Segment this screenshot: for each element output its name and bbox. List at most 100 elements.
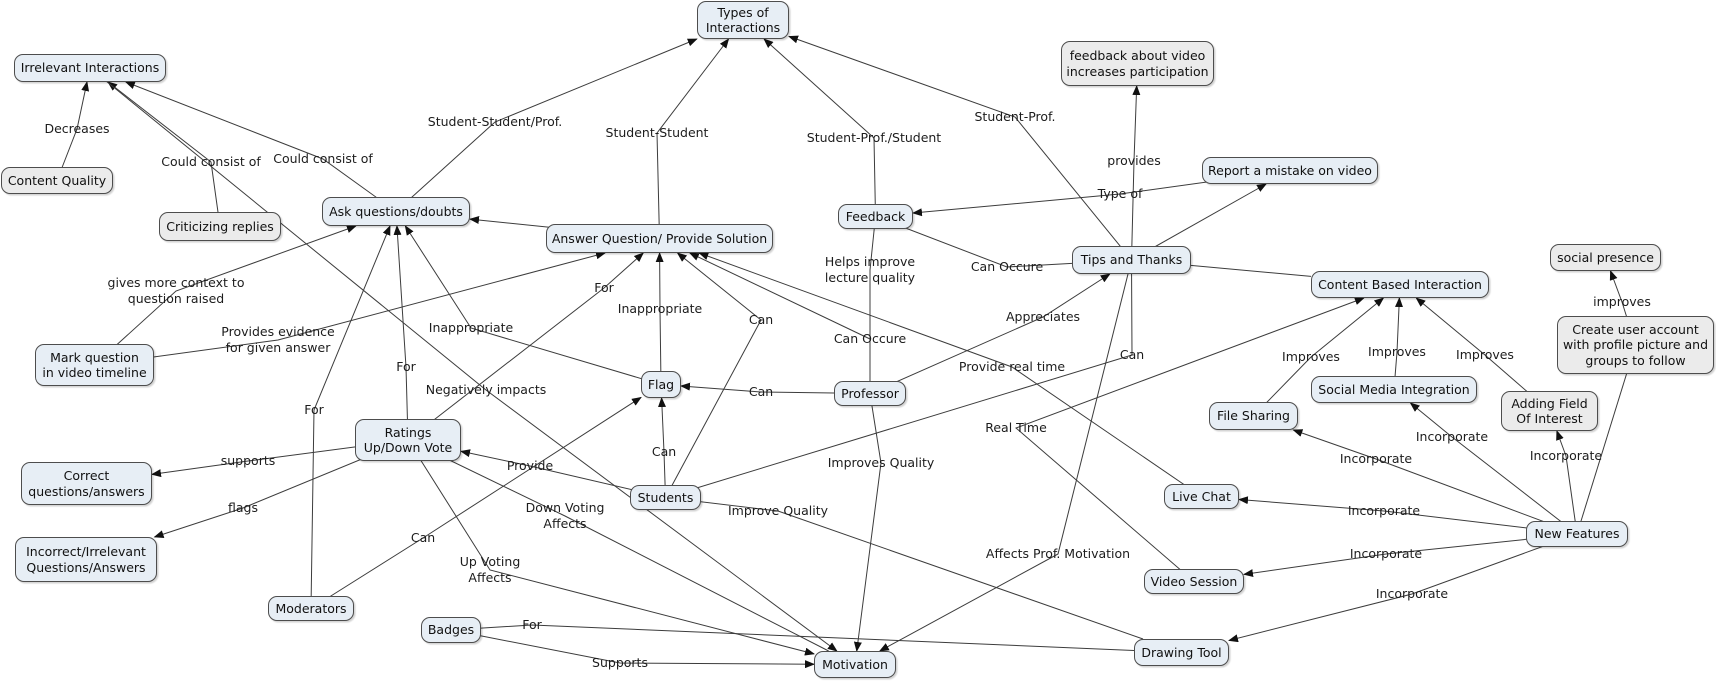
edge-label-professor-motivation[interactable]: Improves Quality (827, 454, 935, 470)
edge-label-irrelevant-interactions-motivation[interactable]: Negatively impacts (425, 381, 547, 397)
node-criticizing-replies[interactable]: Criticizing replies (159, 212, 281, 241)
node-feedback-video[interactable]: feedback about video increases participa… (1061, 41, 1214, 86)
edge-label-students-flag[interactable]: Can (651, 443, 677, 459)
edge-label-ratings-incorrect-qa[interactable]: flags (228, 499, 258, 515)
node-drawing-tool[interactable]: Drawing Tool (1134, 639, 1229, 666)
edge-label-report-mistake-feedback[interactable]: Type of (1097, 185, 1143, 201)
node-answer-question[interactable]: Answer Question/ Provide Solution (546, 224, 773, 253)
edge-line-ratings-motivation (407, 439, 829, 652)
edge-label-new-features-file-sharing[interactable]: Incorporate (1339, 450, 1413, 466)
edge-line-ratings-answer-question (407, 252, 644, 441)
edge-label-criticizing-replies-irrelevant-interactions[interactable]: Could consist of (161, 153, 261, 169)
edge-label-students-ratings[interactable]: Provide (506, 457, 554, 473)
edge-line-new-features-file-sharing (1292, 429, 1578, 535)
node-tips-thanks[interactable]: Tips and Thanks (1072, 246, 1191, 274)
edge-line-new-features-adding-field (1556, 430, 1578, 535)
node-social-presence[interactable]: social presence (1550, 244, 1661, 271)
edge-line-feedback-types-of-interactions (763, 38, 876, 217)
node-moderators[interactable]: Moderators (268, 596, 354, 621)
edge-label-ratings-ask-questions[interactable]: For (396, 358, 416, 374)
edge-label-content-quality-irrelevant-interactions[interactable]: Decreases (44, 120, 110, 136)
edge-line-new-features-social-media (1409, 402, 1578, 535)
edge-label-new-features-video-session[interactable]: Incorporate (1349, 545, 1423, 561)
edge-line-new-features-create-account (1576, 373, 1628, 535)
edge-label-ask-questions-types-of-interactions[interactable]: Student-Student/Prof. (427, 113, 563, 129)
edge-line-content-quality-irrelevant-interactions (56, 81, 90, 181)
edge-line-tips-thanks-feedback-video (1131, 85, 1141, 261)
edge-label-professor-flag[interactable]: Can (748, 383, 774, 399)
edge-label-students-drawing-tool[interactable]: Improve Quality (727, 502, 829, 518)
node-content-quality[interactable]: Content Quality (1, 167, 113, 194)
edge-line-ratings-incorrect-qa (153, 439, 409, 538)
edge-line-new-features-live-chat (1238, 496, 1578, 535)
edge-label-tips-thanks-types-of-interactions[interactable]: Student-Prof. (974, 108, 1056, 124)
node-professor[interactable]: Professor (834, 381, 906, 406)
edge-label-video-session-content-based[interactable]: Real Time (985, 419, 1047, 435)
edge-label-flag-ask-questions[interactable]: Inappropriate (428, 319, 514, 335)
edge-label-badges-motivation[interactable]: Supports (592, 654, 648, 670)
node-badges[interactable]: Badges (421, 617, 481, 643)
node-social-media[interactable]: Social Media Integration (1311, 376, 1477, 403)
node-incorrect-qa[interactable]: Incorrect/Irrelevant Questions/Answers (15, 537, 157, 582)
edge-label-students-tips-thanks[interactable]: Can (1119, 346, 1145, 362)
edge-label-students-answer-question[interactable]: Can (748, 311, 774, 327)
edge-label-flag-answer-question[interactable]: Inappropriate (617, 300, 703, 316)
edge-label-new-features-drawing-tool[interactable]: Incorporate (1375, 585, 1449, 601)
node-students[interactable]: Students (630, 485, 701, 510)
node-adding-field[interactable]: Adding Field Of Interest (1501, 391, 1598, 431)
edge-label-new-features-adding-field[interactable]: Incorporate (1529, 447, 1603, 463)
node-ask-questions[interactable]: Ask questions/doubts (322, 197, 470, 226)
edge-label-live-chat-answer-question[interactable]: Provide real time (958, 358, 1066, 374)
node-mark-question[interactable]: Mark question in video timeline (35, 344, 154, 386)
edge-label-answer-question-types-of-interactions[interactable]: Student-Student (605, 124, 709, 140)
edge-label-feedback-tips-thanks[interactable]: Can Occure (970, 258, 1044, 274)
node-motivation[interactable]: Motivation (814, 651, 896, 678)
node-file-sharing[interactable]: File Sharing (1209, 402, 1298, 430)
node-content-based[interactable]: Content Based Interaction (1311, 271, 1489, 298)
edge-label-professor-answer-question[interactable]: Can Occure (833, 330, 907, 346)
node-video-session[interactable]: Video Session (1144, 569, 1244, 594)
edge-label-social-media-content-based[interactable]: Improves (1368, 343, 1426, 359)
node-irrelevant-interactions[interactable]: Irrelevant Interactions (14, 54, 166, 82)
node-create-account[interactable]: Create user account with profile picture… (1557, 316, 1714, 374)
edge-line-ask-questions-types-of-interactions (395, 38, 698, 212)
edge-label-professor-feedback[interactable]: Helps improve lecture quality (824, 253, 916, 285)
edge-line-video-session-content-based (1015, 297, 1365, 582)
node-new-features[interactable]: New Features (1526, 521, 1628, 547)
edge-label-file-sharing-content-based[interactable]: Improves (1282, 348, 1340, 364)
edge-label-new-features-live-chat[interactable]: Incorporate (1347, 502, 1421, 518)
edge-label-ratings-motivation[interactable]: Up Voting Affects (459, 553, 521, 585)
edge-line-students-tips-thanks (665, 273, 1133, 498)
node-ratings[interactable]: Ratings Up/Down Vote (355, 419, 461, 461)
edge-label-tips-thanks-motivation[interactable]: Affects Prof. Motivation (985, 545, 1131, 561)
edge-line-moderators-ask-questions (310, 225, 391, 609)
edge-line-mark-question-ask-questions (94, 225, 357, 366)
edge-label-professor-tips-thanks[interactable]: Appreciates (1005, 308, 1081, 324)
node-types-of-interactions[interactable]: Types of Interactions (697, 1, 789, 39)
edge-label-moderators-flag[interactable]: Can (410, 529, 436, 545)
edge-label-badges-drawing-tool[interactable]: For (522, 616, 542, 632)
node-live-chat[interactable]: Live Chat (1164, 484, 1239, 509)
edge-line-professor-tips-thanks (869, 273, 1111, 394)
edge-label-ratings-correct-qa[interactable]: supports (220, 452, 276, 468)
edge-label-moderators-ask-questions[interactable]: For (304, 401, 324, 417)
node-feedback[interactable]: Feedback (838, 204, 913, 229)
node-flag[interactable]: Flag (641, 371, 681, 398)
edge-label-new-features-social-media[interactable]: Incorporate (1415, 428, 1489, 444)
edge-line-students-ratings (460, 449, 666, 498)
edge-label-tips-thanks-feedback-video[interactable]: provides (1107, 152, 1161, 168)
edge-label-feedback-types-of-interactions[interactable]: Student-Prof./Student (806, 129, 942, 145)
edge-label-adding-field-content-based[interactable]: Improves (1456, 346, 1514, 362)
edge-label-mark-question-ask-questions[interactable]: gives more context to question raised (107, 274, 245, 306)
edge-label-ratings-answer-question[interactable]: For (594, 279, 614, 295)
edge-label-create-account-social-presence[interactable]: improves (1593, 293, 1651, 309)
edge-label-mark-question-answer-question[interactable]: Provides evidence for given answer (221, 323, 335, 355)
edge-line-students-flag (658, 397, 666, 498)
edge-label-ratings-motivation[interactable]: Down Voting Affects (525, 499, 605, 531)
edge-label-ask-questions-irrelevant-interactions[interactable]: Could consist of (273, 150, 373, 166)
node-correct-qa[interactable]: Correct questions/answers (21, 462, 152, 505)
node-report-mistake[interactable]: Report a mistake on video (1202, 157, 1378, 184)
edge-line-professor-feedback (869, 228, 875, 394)
edge-line-flag-ask-questions (404, 225, 662, 385)
